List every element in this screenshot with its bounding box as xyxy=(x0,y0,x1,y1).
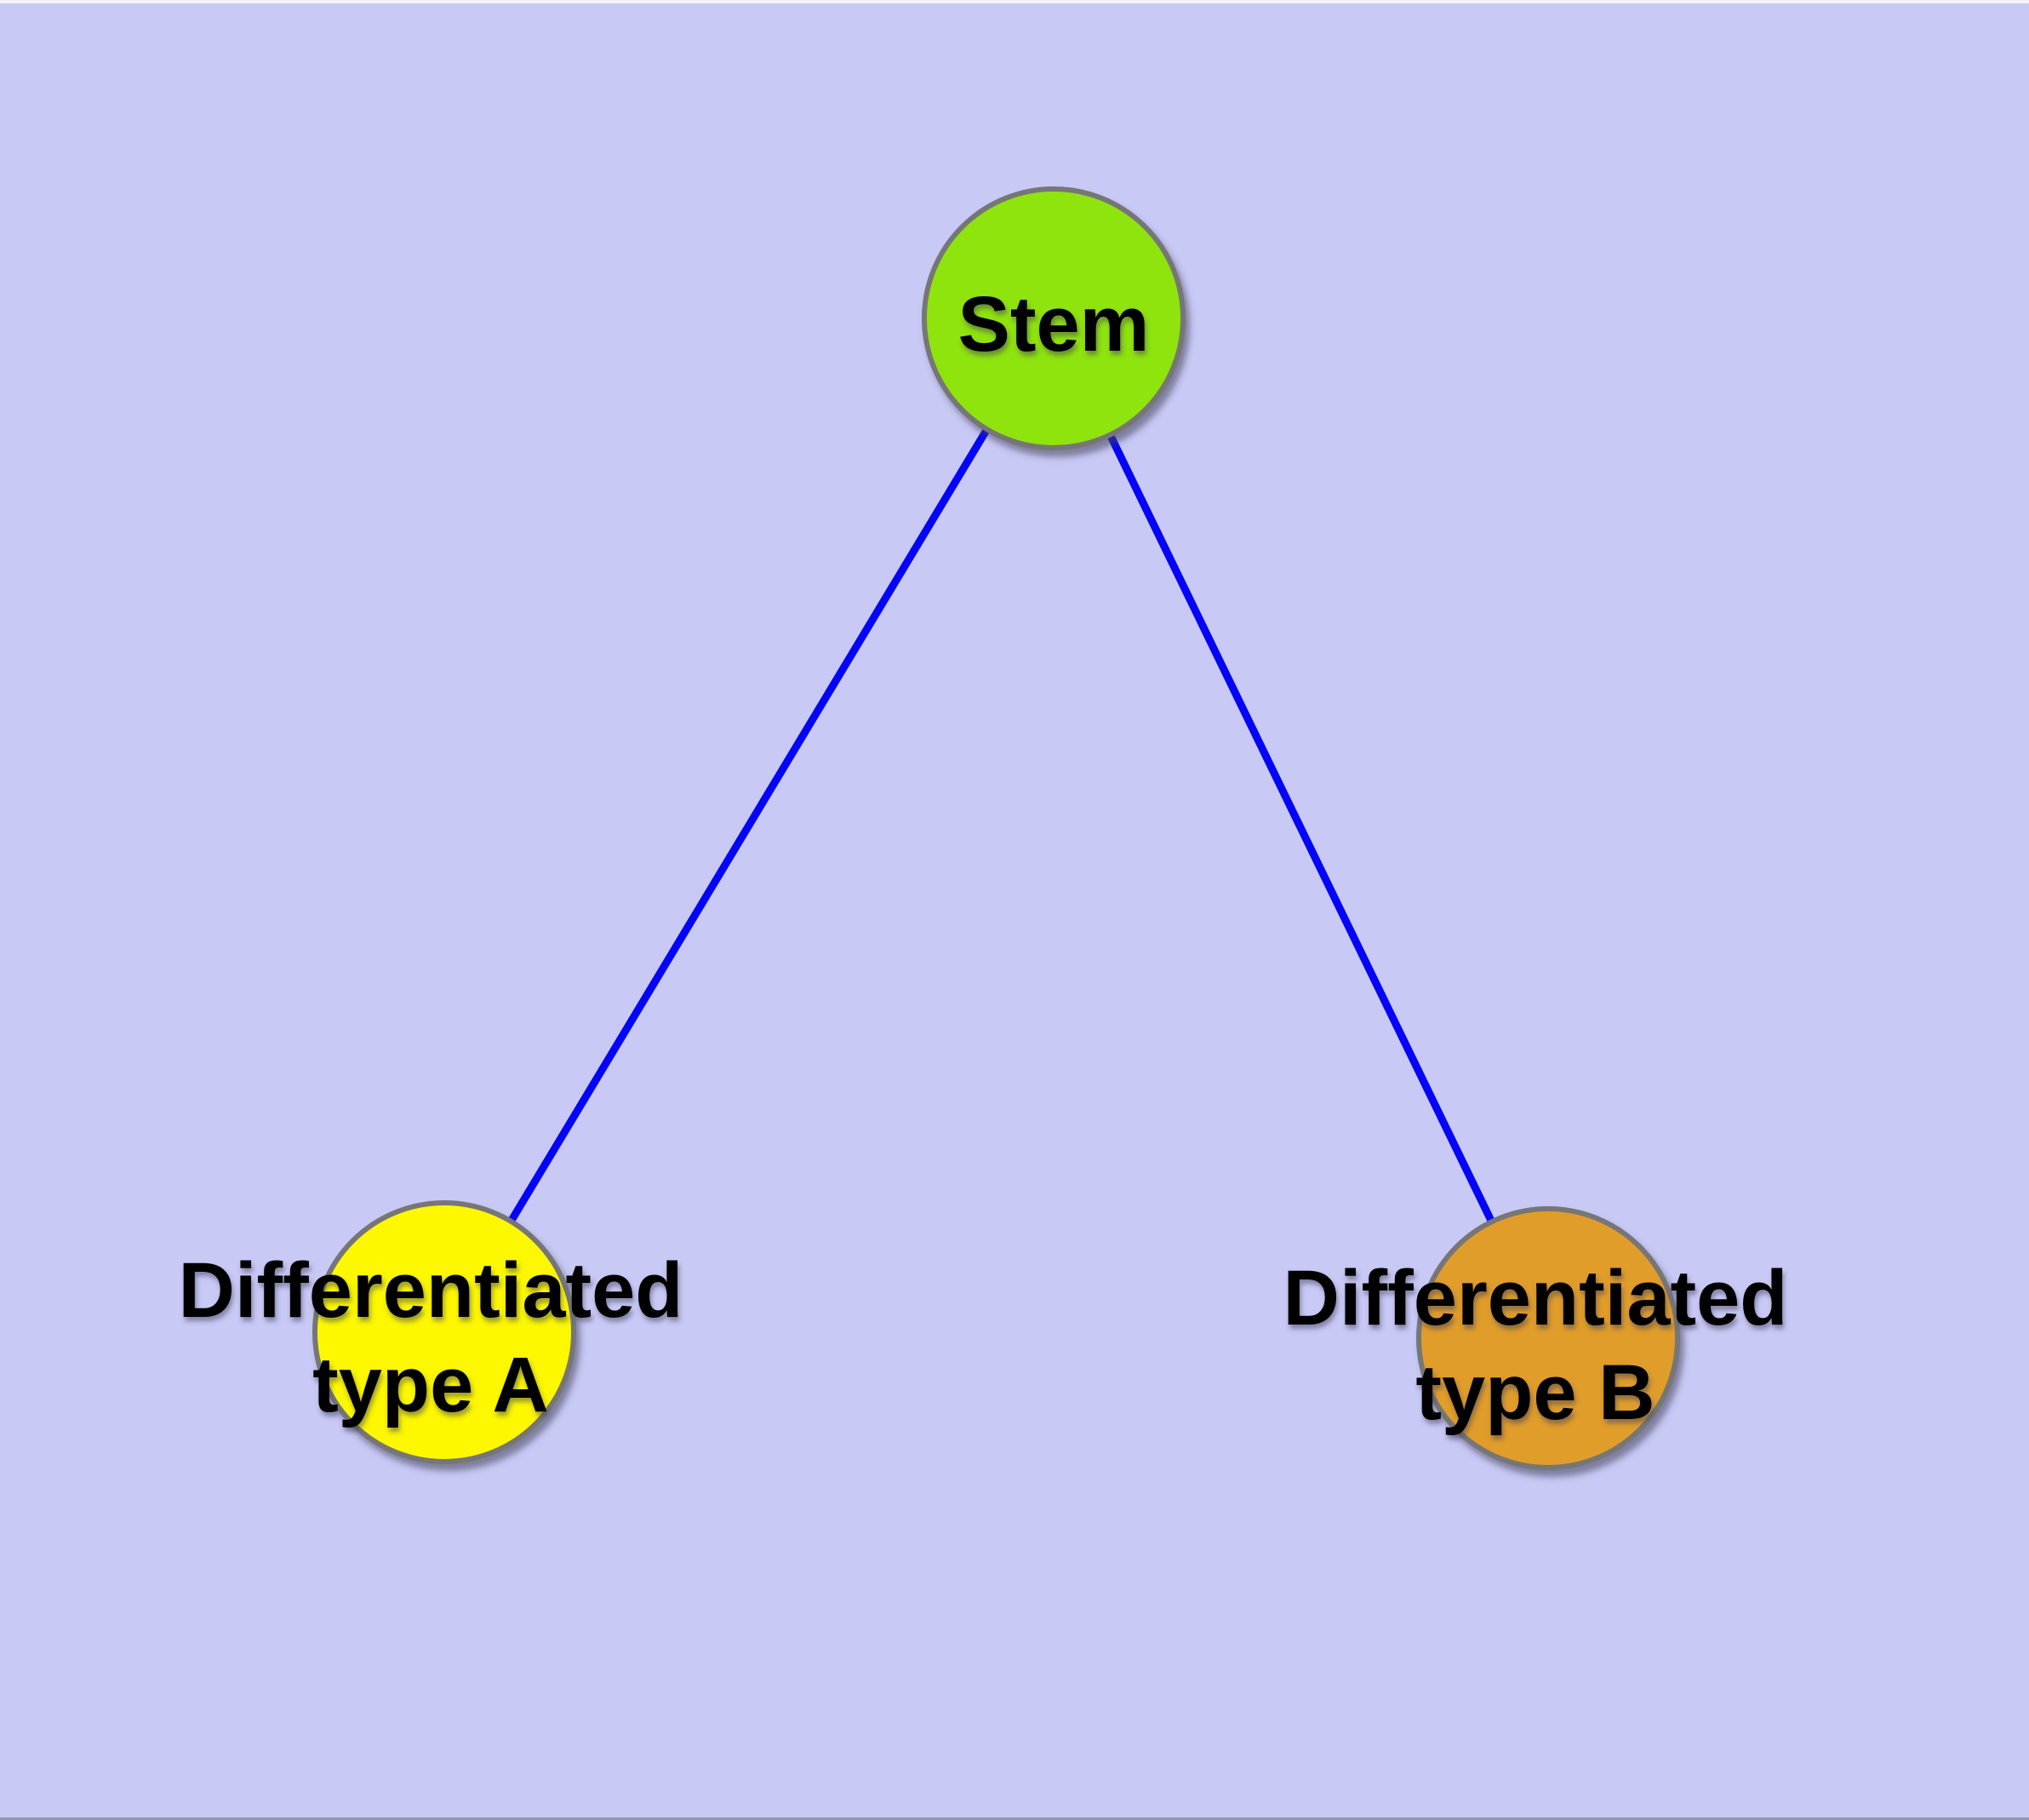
edge-stem-to-differentiated-type-b xyxy=(1049,317,1552,1340)
node-differentiated-type-a-label-line-2: type A xyxy=(312,1342,549,1428)
node-differentiated-type-a-label-line-1: Differentiated xyxy=(179,1247,683,1334)
top-border-strip xyxy=(0,0,2029,3)
node-differentiated-type-b-label-line-2: type B xyxy=(1415,1349,1655,1436)
node-stem-label-line-1: Stem xyxy=(958,281,1150,368)
edges-layer xyxy=(441,316,1552,1340)
node-differentiated-type-b xyxy=(1416,1206,1680,1470)
node-differentiated-type-a xyxy=(312,1200,576,1464)
bottom-border-line xyxy=(0,1817,2029,1820)
nodes-layer xyxy=(312,186,1680,1470)
edge-stem-to-differentiated-type-a xyxy=(441,316,1057,1335)
node-stem xyxy=(922,186,1186,450)
node-differentiated-type-b-label-line-1: Differentiated xyxy=(1283,1255,1788,1342)
